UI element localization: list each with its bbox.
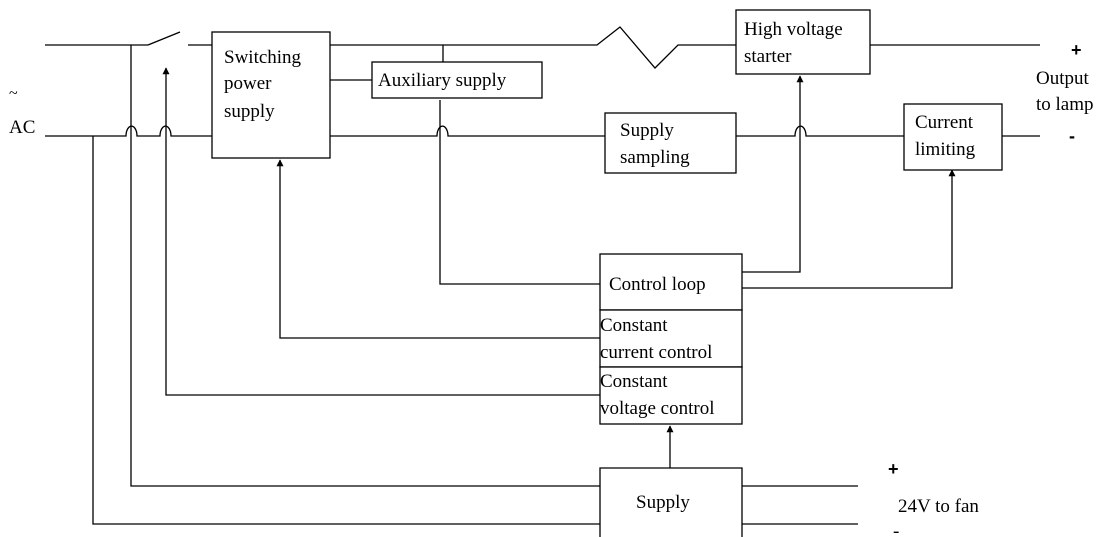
svg-text:starter: starter [744, 46, 792, 67]
bottom-bypass-line [92, 136, 600, 525]
output-plus-label: + [1071, 40, 1082, 60]
supply-sampling-block: Supply sampling [604, 112, 737, 174]
svg-text:limiting: limiting [915, 139, 976, 160]
fan-plus-label: + [888, 459, 899, 479]
svg-text:Constant: Constant [600, 371, 668, 392]
auxiliary-to-control-loop [439, 100, 600, 285]
output-label-line2: to lamp [1036, 94, 1094, 115]
negative-rail-right [736, 125, 904, 137]
current-control-to-switching [276, 159, 600, 339]
svg-text:Switching: Switching [224, 47, 302, 68]
constant-voltage-control-block: Constant voltage control [599, 366, 743, 425]
output-label-line1: Output [1036, 68, 1090, 89]
control-loop-to-current-limiting [742, 169, 956, 289]
svg-text:supply: supply [224, 101, 275, 122]
top-bypass-line [130, 45, 600, 487]
output-minus-label: - [1069, 126, 1075, 146]
top-rail [330, 26, 736, 69]
svg-text:sampling: sampling [620, 147, 690, 168]
switching-power-supply-block: Switching power supply [211, 31, 331, 159]
svg-text:Auxiliary supply: Auxiliary supply [378, 70, 507, 91]
fan-minus-label: - [893, 521, 899, 537]
voltage-control-to-switch [162, 67, 600, 396]
svg-text:current control: current control [600, 342, 712, 363]
negative-rail-mid [330, 125, 605, 137]
auxiliary-supply-block: Auxiliary supply [371, 61, 543, 99]
supply-block: Supply [599, 467, 743, 537]
svg-text:Constant: Constant [600, 315, 668, 336]
ac-bottom-line [45, 125, 212, 137]
svg-text:Control loop: Control loop [609, 274, 706, 295]
svg-text:High voltage: High voltage [744, 19, 843, 40]
constant-current-control-block: Constant current control [599, 309, 743, 368]
ac-switch-blade [147, 31, 181, 46]
svg-text:Supply: Supply [636, 492, 690, 513]
fan-label: 24V to fan [898, 496, 979, 517]
control-loop-to-starter [742, 75, 804, 273]
ac-label: AC [9, 117, 35, 138]
current-limiting-block: Current limiting [903, 103, 1003, 171]
svg-text:Supply: Supply [620, 120, 674, 141]
svg-text:Current: Current [915, 112, 974, 133]
svg-text:power: power [224, 73, 272, 94]
ac-tilde-label: ~ [9, 85, 18, 102]
svg-text:voltage control: voltage control [600, 398, 715, 419]
control-loop-block: Control loop [599, 253, 743, 311]
high-voltage-starter-block: High voltage starter [735, 9, 871, 75]
